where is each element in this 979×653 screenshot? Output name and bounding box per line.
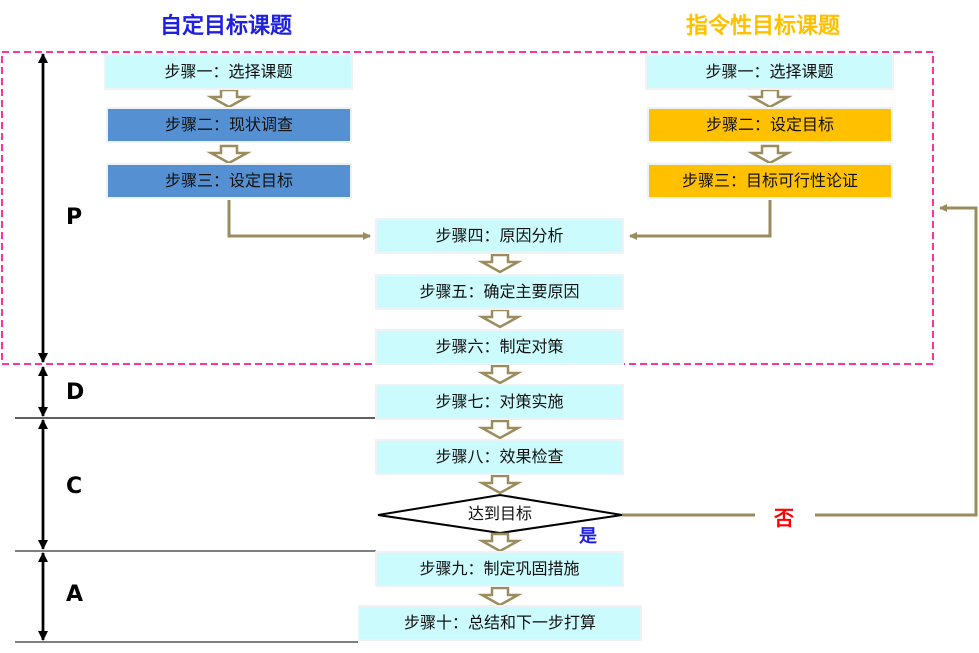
flow-down-arrow-icon [747, 144, 793, 165]
step-6: 步骤六：制定对策 [377, 331, 622, 363]
left-step-3: 步骤三：设定目标 [108, 165, 350, 197]
no-label: 否 [770, 502, 798, 531]
step-5: 步骤五：确定主要原因 [377, 276, 622, 308]
flow-down-arrow-icon [477, 253, 523, 274]
right-step-2: 步骤二：设定目标 [649, 109, 891, 141]
feedback-loop-return [815, 204, 978, 517]
flow-down-arrow-icon [477, 419, 523, 440]
flow-down-arrow-icon [477, 474, 523, 495]
flow-down-arrow-icon [206, 144, 252, 165]
phase-label-a: A [66, 582, 84, 607]
directive-goal-title: 指令性目标课题 [686, 14, 841, 39]
flow-down-arrow-icon [477, 532, 523, 553]
plan-region-border [1, 51, 934, 365]
right-step-1: 步骤一：选择课题 [647, 56, 892, 88]
step-8: 步骤八：效果检查 [377, 441, 622, 473]
left-step-1: 步骤一：选择课题 [106, 56, 351, 88]
step-4: 步骤四：原因分析 [377, 220, 622, 252]
phase-label-c: C [66, 474, 83, 499]
connector-left-to-step4 [227, 200, 371, 240]
flow-down-arrow-icon [477, 364, 523, 385]
flow-down-arrow-icon [477, 308, 523, 329]
phase-label-p: P [66, 205, 83, 230]
decision-diamond [377, 493, 623, 535]
step-9: 步骤九：制定巩固措施 [377, 553, 622, 585]
left-step-2: 步骤二：现状调查 [108, 109, 350, 141]
connector-right-to-step4 [629, 200, 772, 240]
flow-down-arrow-icon [477, 586, 523, 607]
decision-label: 达到目标 [467, 504, 532, 523]
flow-down-arrow-icon [747, 88, 793, 109]
flow-down-arrow-icon [206, 88, 252, 109]
phase-label-d: D [66, 380, 85, 405]
yes-label: 是 [579, 526, 597, 547]
step-7: 步骤七：对策实施 [377, 386, 622, 418]
right-step-3: 步骤三：目标可行性论证 [649, 165, 891, 197]
self-set-goal-title: 自定目标课题 [160, 14, 293, 39]
step-10: 步骤十：总结和下一步打算 [360, 607, 640, 639]
